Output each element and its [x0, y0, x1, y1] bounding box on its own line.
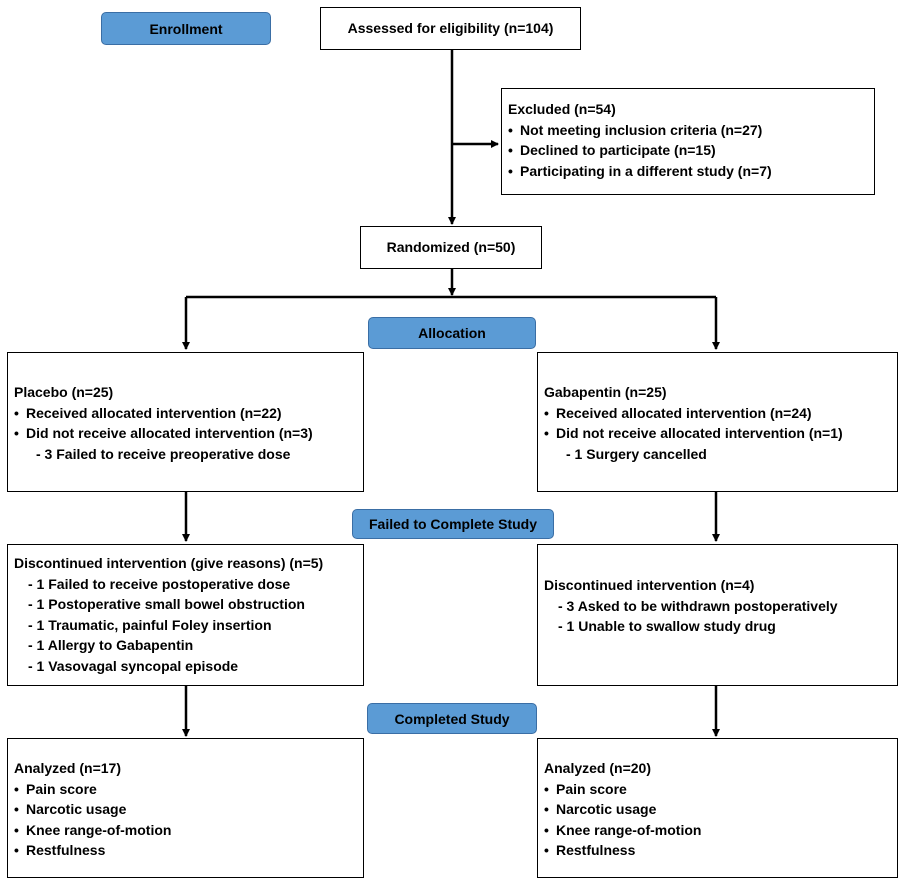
excluded-item: Declined to participate (n=15) [508, 140, 870, 161]
placebo-discontinued-reason: - 1 Postoperative small bowel obstructio… [28, 596, 305, 612]
placebo-title: Placebo (n=25) [14, 384, 114, 400]
gabapentin-discontinued-box: Discontinued intervention (n=4) - 3 Aske… [537, 544, 898, 686]
failed-to-complete-label: Failed to Complete Study [352, 509, 554, 539]
enrollment-label: Enrollment [101, 12, 271, 45]
placebo-discontinued-box: Discontinued intervention (give reasons)… [7, 544, 364, 686]
randomized-box: Randomized (n=50) [360, 226, 542, 269]
placebo-analyzed-item: Restfulness [14, 840, 359, 861]
excluded-title: Excluded (n=54) [508, 101, 616, 117]
placebo-discontinued-reason: - 1 Failed to receive postoperative dose [28, 575, 291, 592]
excluded-box: Excluded (n=54) Not meeting inclusion cr… [501, 88, 875, 195]
assessed-text: Assessed for eligibility (n=104) [347, 20, 554, 37]
placebo-analyzed-item: Pain score [14, 779, 359, 800]
placebo-analyzed-box: Analyzed (n=17) Pain score Narcotic usag… [7, 738, 364, 878]
gabapentin-analyzed-title: Analyzed (n=20) [544, 760, 651, 776]
placebo-discontinued-reason: - 1 Vasovagal syncopal episode [28, 657, 239, 674]
placebo-item: Received allocated intervention (n=22) [14, 403, 359, 424]
gabapentin-analyzed-item: Narcotic usage [544, 799, 893, 820]
gabapentin-sub-item: - 1 Surgery cancelled [566, 445, 707, 462]
placebo-analyzed-item: Knee range-of-motion [14, 820, 359, 841]
completed-study-label: Completed Study [367, 703, 537, 734]
allocation-label: Allocation [368, 317, 536, 349]
assessed-box: Assessed for eligibility (n=104) [320, 7, 581, 50]
placebo-discontinued-reason: - 1 Traumatic, painful Foley insertion [28, 616, 272, 633]
excluded-item: Not meeting inclusion criteria (n=27) [508, 120, 870, 141]
gabapentin-title: Gabapentin (n=25) [544, 384, 667, 400]
gabapentin-analyzed-item: Restfulness [544, 840, 893, 861]
gabapentin-analyzed-box: Analyzed (n=20) Pain score Narcotic usag… [537, 738, 898, 878]
gabapentin-analyzed-item: Pain score [544, 779, 893, 800]
excluded-item: Participating in a different study (n=7) [508, 161, 870, 182]
placebo-sub-item: - 3 Failed to receive preoperative dose [36, 445, 291, 462]
placebo-discontinued-reason: - 1 Allergy to Gabapentin [28, 637, 194, 653]
gabapentin-analyzed-item: Knee range-of-motion [544, 820, 893, 841]
placebo-item: Did not receive allocated intervention (… [14, 423, 359, 444]
gabapentin-discontinued-reason: - 1 Unable to swallow study drug [558, 618, 776, 634]
placebo-analyzed-item: Narcotic usage [14, 799, 359, 820]
randomized-text: Randomized (n=50) [386, 239, 516, 256]
gabapentin-discontinued-title: Discontinued intervention (n=4) [544, 577, 755, 593]
placebo-discontinued-title: Discontinued intervention (give reasons)… [14, 555, 324, 571]
gabapentin-allocation-box: Gabapentin (n=25) Received allocated int… [537, 352, 898, 492]
gabapentin-discontinued-reason: - 3 Asked to be withdrawn postoperativel… [558, 597, 838, 614]
gabapentin-item: Did not receive allocated intervention (… [544, 423, 893, 444]
gabapentin-item: Received allocated intervention (n=24) [544, 403, 893, 424]
placebo-allocation-box: Placebo (n=25) Received allocated interv… [7, 352, 364, 492]
placebo-analyzed-title: Analyzed (n=17) [14, 760, 121, 776]
